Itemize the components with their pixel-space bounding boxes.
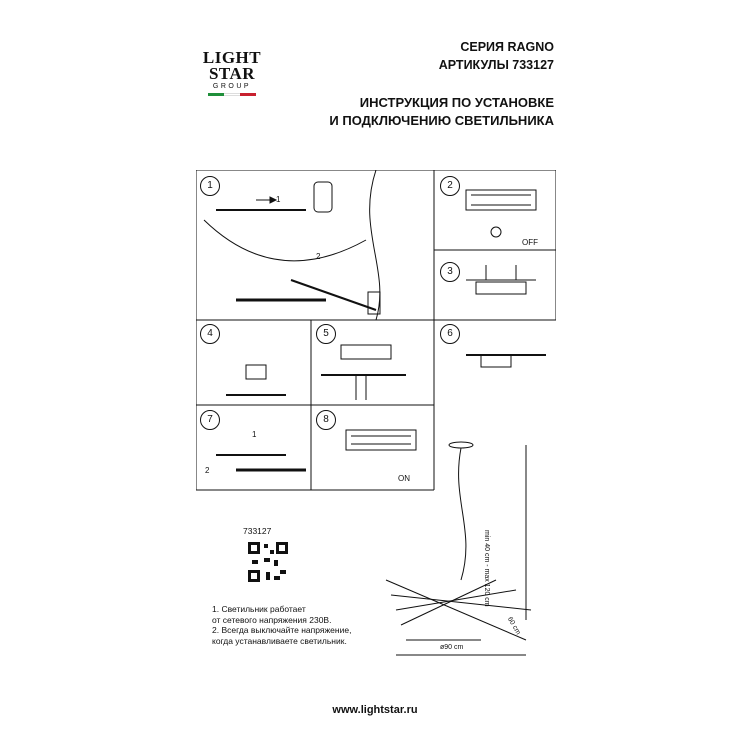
series-label: СЕРИЯ RAGNO xyxy=(460,40,554,54)
fixture-rod xyxy=(390,594,532,611)
logo-line-2: STAR xyxy=(208,64,256,83)
step-4-marker: 4 xyxy=(200,324,220,344)
step-8-marker: 8 xyxy=(316,410,336,430)
height-dimension-label: min 40 cm - max 120 cm xyxy=(483,530,490,607)
substep-7-1-label: 1 xyxy=(252,430,257,439)
mount-bracket xyxy=(475,281,527,295)
switch-on-label: ON xyxy=(398,474,410,483)
step-5-marker: 5 xyxy=(316,324,336,344)
article-number: 733127 xyxy=(243,526,272,536)
fixture-rod xyxy=(400,579,497,626)
brand-logo: LIGHT STAR GROUP xyxy=(200,48,264,96)
step-6-marker: 6 xyxy=(440,324,460,344)
installation-diagram xyxy=(196,170,556,656)
substep-1-label: 1 xyxy=(276,195,281,204)
website-url[interactable]: www.lightstar.ru xyxy=(332,704,418,716)
safety-notes: 1. Светильник работает от сетевого напря… xyxy=(212,604,351,646)
logo-line-1: LIGHT xyxy=(202,48,262,67)
cable xyxy=(369,170,381,321)
diameter-dimension-label: ø90 cm xyxy=(440,644,464,651)
canopy-cover xyxy=(480,354,512,368)
substep-7-2-label: 2 xyxy=(205,466,210,475)
arrow-head xyxy=(269,196,278,204)
rod xyxy=(290,279,377,311)
articles-label: АРТИКУЛЫ 733127 xyxy=(438,58,554,72)
fixture-canopy xyxy=(448,441,474,449)
note-line: 1. Светильник работает xyxy=(212,604,306,614)
italian-flag-icon xyxy=(200,93,264,96)
switch-off-label: OFF xyxy=(522,238,538,247)
terminal-block xyxy=(345,429,417,451)
substep-2-label: 2 xyxy=(316,252,321,261)
terminal-block xyxy=(465,189,537,211)
step-1-marker: 1 xyxy=(200,176,220,196)
step-7-marker: 7 xyxy=(200,410,220,430)
step-3-marker: 3 xyxy=(440,262,460,282)
wire-block xyxy=(245,364,267,380)
connector xyxy=(367,291,381,315)
step-2-marker: 2 xyxy=(440,176,460,196)
note-line: 2. Всегда выключайте напряжение, xyxy=(212,625,352,635)
qr-code-icon xyxy=(246,540,290,584)
canopy-plate xyxy=(340,344,392,360)
fixture-rod xyxy=(395,589,517,611)
instruction-title-line-1: ИНСТРУКЦИЯ ПО УСТАНОВКЕ xyxy=(359,95,554,110)
logo-line-3: GROUP xyxy=(212,83,252,90)
fixture-cable xyxy=(458,447,467,581)
switch-icon xyxy=(490,226,502,238)
instruction-title-line-2: И ПОДКЛЮЧЕНИЮ СВЕТИЛЬНИКА xyxy=(329,113,554,128)
ceiling-arc xyxy=(203,219,367,262)
socket-block xyxy=(313,181,333,213)
fixture-rod xyxy=(385,579,527,641)
note-line: когда устанавливаете светильник. xyxy=(212,635,347,646)
note-line: от сетевого напряжения 230В. xyxy=(212,614,332,625)
